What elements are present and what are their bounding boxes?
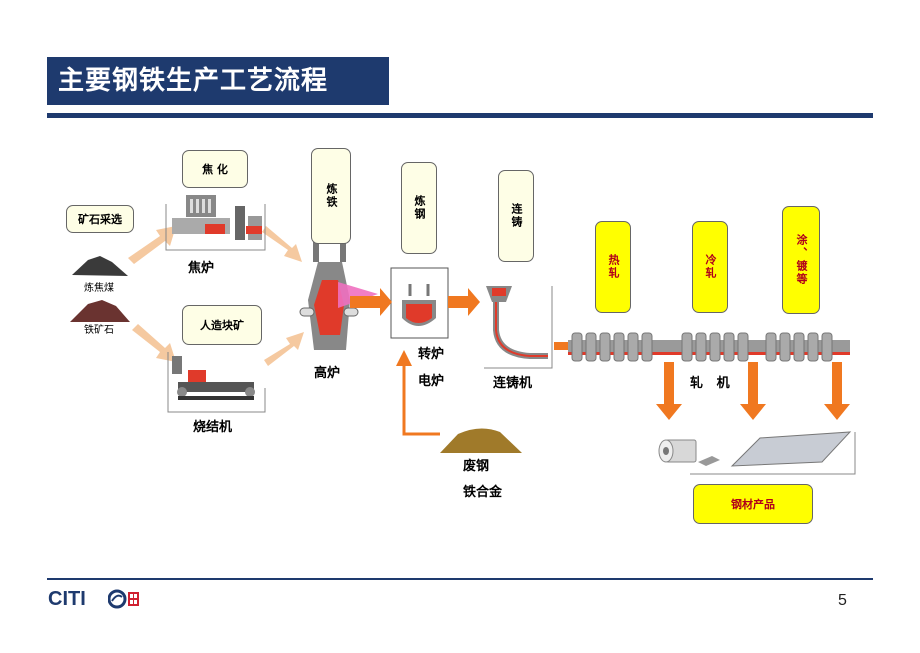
ore-pile-icon	[70, 300, 130, 322]
title-bar	[47, 57, 389, 105]
roller-stands	[571, 332, 833, 362]
strand-outlet	[554, 342, 568, 350]
sinter-box: 人造块矿	[182, 305, 262, 345]
blast-furnace-label: 高炉	[314, 366, 341, 381]
rolling-mill-label: 轧 机	[690, 376, 730, 391]
title-divider	[47, 113, 873, 118]
ore-selection-box: 矿石采选	[66, 205, 134, 233]
iron-ore-label: 铁矿石	[84, 325, 114, 336]
flow-arrow-converter-caster	[448, 288, 480, 316]
scrap-label: 废钢	[463, 459, 490, 474]
flow-arrow-bf-converter	[350, 288, 392, 316]
citics-logo-mark-icon	[108, 589, 139, 609]
caster-icon	[486, 286, 548, 359]
pink-flow-arrow	[338, 282, 378, 308]
coke-oven-label: 焦炉	[188, 261, 215, 276]
scrap-pile-icon	[440, 428, 522, 453]
page-number: 5	[838, 592, 847, 609]
light-flow-arrows	[128, 226, 304, 366]
sinter-machine-icon	[172, 356, 255, 400]
coking-coal-label: 炼焦煤	[84, 283, 114, 294]
ferroalloy-label: 铁合金	[463, 485, 503, 500]
steel-coil-icon	[658, 439, 697, 463]
caster-label: 连铸机	[493, 376, 533, 391]
coke-oven-icon	[172, 195, 262, 240]
sinter-machine-label: 烧结机	[193, 420, 233, 435]
scrap-feed-line	[402, 362, 440, 436]
down-arrows	[656, 362, 850, 420]
coal-pile-icon	[72, 256, 128, 276]
continuous-casting-box: 连铸	[498, 170, 534, 262]
steel-sheet-icon	[730, 431, 852, 467]
ironmaking-box: 炼铁	[311, 148, 351, 244]
page-title: 主要钢铁生产工艺流程	[58, 66, 329, 96]
coking-box: 焦 化	[182, 150, 248, 188]
converter-label: 转炉	[418, 347, 445, 362]
cold-rolling-box: 冷轧	[692, 221, 728, 313]
steelmaking-box: 炼钢	[401, 162, 437, 254]
hot-rolling-box: 热轧	[595, 221, 631, 313]
steel-products-box: 钢材产品	[693, 484, 813, 524]
electric-furnace-label: 电炉	[418, 374, 445, 389]
footer-divider	[47, 578, 873, 580]
citics-logo: CITI	[48, 588, 86, 610]
coating-box: 涂、镀等	[782, 206, 820, 314]
converter-icon	[402, 284, 436, 326]
